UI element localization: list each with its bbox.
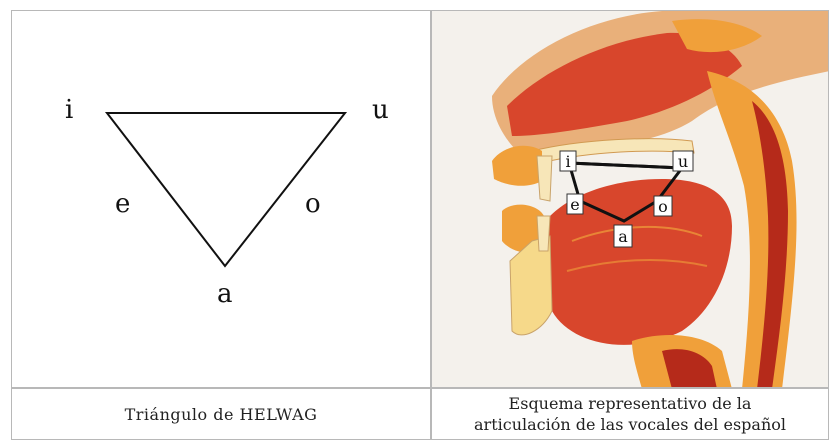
caption-articulation-line1: Esquema representativo de la bbox=[474, 393, 786, 414]
label-box-e: e bbox=[567, 194, 583, 214]
label-box-i: i bbox=[560, 151, 576, 171]
tongue bbox=[537, 179, 732, 345]
label-e: e bbox=[570, 195, 579, 214]
triangle-top-edge bbox=[569, 163, 682, 168]
upper-lip bbox=[492, 146, 542, 186]
label-box-u: u bbox=[673, 151, 693, 171]
label-u: u bbox=[678, 152, 688, 171]
upper-incisor bbox=[537, 156, 552, 201]
lower-incisor bbox=[537, 216, 550, 251]
caption-articulation: Esquema representativo de la articulació… bbox=[431, 388, 829, 440]
caption-articulation-line2: articulación de las vocales del español bbox=[474, 414, 786, 435]
vowel-i-label: i bbox=[65, 95, 73, 125]
label-box-a: a bbox=[614, 225, 632, 247]
caption-helwag: Triángulo de HELWAG bbox=[11, 388, 431, 440]
label-i: i bbox=[565, 152, 570, 171]
helwag-triangle-panel: i u e o a bbox=[11, 10, 431, 388]
caption-helwag-text: Triángulo de HELWAG bbox=[125, 405, 318, 424]
label-box-o: o bbox=[654, 196, 672, 216]
vowel-triangle bbox=[12, 11, 432, 389]
vowel-e-label: e bbox=[115, 189, 130, 219]
label-o: o bbox=[658, 197, 668, 216]
articulation-illustration-panel: i u e o a bbox=[431, 10, 829, 388]
label-a: a bbox=[618, 227, 628, 246]
vowel-u-label: u bbox=[372, 95, 389, 125]
vowel-o-label: o bbox=[305, 189, 321, 219]
vowel-a-label: a bbox=[217, 279, 233, 309]
vocal-tract-illustration: i u e o a bbox=[432, 11, 829, 388]
